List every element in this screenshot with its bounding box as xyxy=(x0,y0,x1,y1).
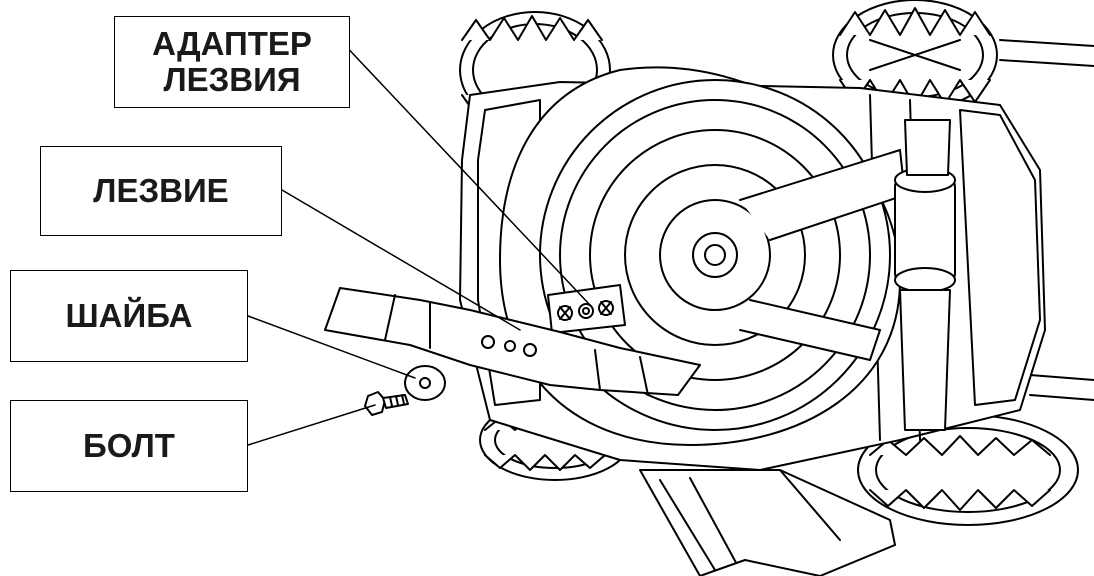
blade-adapter xyxy=(547,284,626,334)
grass-chute xyxy=(639,469,896,576)
handle-bars xyxy=(999,39,1094,401)
leader-bolt xyxy=(247,404,376,446)
label-washer: ШАЙБА xyxy=(10,270,248,362)
leader-blade-adapter xyxy=(339,39,591,306)
leader-lines xyxy=(247,39,591,446)
leader-blade xyxy=(281,189,521,331)
wheel-top-right xyxy=(832,0,998,111)
washer xyxy=(404,365,446,401)
label-blade-adapter: АДАПТЕР ЛЕЗВИЯ xyxy=(114,16,350,108)
bolt xyxy=(364,391,409,416)
drive-assembly xyxy=(894,119,956,431)
motor-housing xyxy=(499,66,906,446)
blade xyxy=(324,287,701,396)
label-bolt: БОЛТ xyxy=(10,400,248,492)
label-blade: ЛЕЗВИЕ xyxy=(40,146,282,236)
leader-washer xyxy=(247,315,416,379)
wheel-bottom-right xyxy=(857,414,1079,526)
